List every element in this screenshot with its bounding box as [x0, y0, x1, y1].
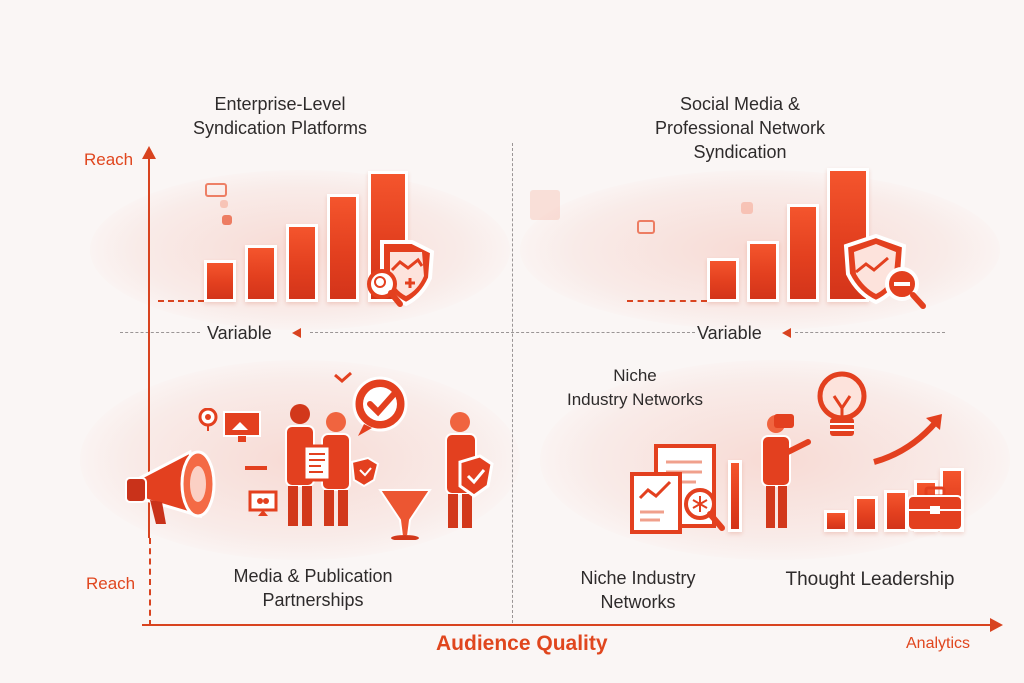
- bar: [286, 224, 318, 302]
- arrow-right-icon: [245, 466, 267, 470]
- vertical-divider: [512, 143, 513, 623]
- x-axis-label-right: Analytics: [906, 635, 971, 652]
- shield-magnify-plus-icon: [367, 240, 435, 307]
- y-axis-dashed: [149, 538, 151, 626]
- x-axis-arrow-icon: [990, 618, 1003, 632]
- bar: [327, 194, 359, 302]
- baseline-dash: [158, 300, 204, 302]
- screen-icon: [248, 490, 278, 516]
- arrow-left-icon: [292, 328, 301, 338]
- deco-square: [530, 190, 560, 220]
- title-line: Industry Networks: [566, 390, 704, 409]
- quadrant-inner-title-bottom-right: Niche Industry Networks: [540, 364, 730, 412]
- report-document-icon: [630, 444, 725, 534]
- horizontal-divider-left: [120, 332, 200, 333]
- quadrant-title-top-right: Social Media & Professional Network Synd…: [620, 92, 860, 164]
- quadrant-caption-thought-leadership: Thought Leadership: [785, 569, 955, 590]
- title-line: Professional Network: [654, 118, 826, 138]
- deco-square: [741, 202, 753, 214]
- lightbulb-icon: [817, 371, 867, 436]
- check-icon: [334, 371, 352, 383]
- bar: [204, 260, 236, 302]
- midline-label-right: Variable: [697, 323, 762, 343]
- business-team-icon: [285, 404, 494, 540]
- quadrant-title-bottom-left: Media & Publication Partnerships: [188, 564, 438, 612]
- quadrant-title-top-left: Enterprise-Level Syndication Platforms: [160, 92, 400, 140]
- speech-bubble-icon: [774, 414, 794, 428]
- briefcase-icon: [907, 486, 963, 531]
- title-line: Syndication: [693, 142, 787, 162]
- title-line: Syndication Platforms: [192, 118, 368, 138]
- title-line: Social Media &: [679, 94, 801, 114]
- bar: [707, 258, 739, 302]
- bar: [747, 241, 779, 302]
- deco-square: [222, 215, 232, 225]
- title-line: Networks: [600, 592, 676, 612]
- horizontal-divider-mid: [310, 332, 695, 333]
- title-line: Enterprise-Level: [214, 94, 346, 114]
- title-line: Niche Industry: [580, 568, 696, 588]
- bar: [884, 490, 908, 532]
- monitor-icon: [223, 411, 261, 442]
- bar: [728, 460, 742, 532]
- quadrant-caption-niche: Niche Industry Networks: [548, 566, 728, 614]
- illustration-media-partnerships: [110, 370, 500, 540]
- shield-magnify-minus-icon: [843, 233, 926, 309]
- y-axis-label-bottom: Reach: [86, 574, 136, 593]
- presenter-icon: [761, 415, 811, 528]
- baseline-dash: [627, 300, 707, 302]
- horizontal-divider-right: [795, 332, 945, 333]
- bar: [854, 496, 878, 532]
- title-line: Media & Publication: [233, 566, 393, 586]
- bar: [787, 204, 819, 302]
- checkmark-bubble-icon: [352, 376, 408, 436]
- deco-square: [220, 200, 228, 208]
- y-axis-label-top: Reach: [84, 150, 134, 169]
- title-line: Niche: [613, 366, 657, 385]
- x-axis-line: [142, 624, 992, 626]
- bar: [245, 245, 277, 302]
- trend-arrow-icon: [873, 414, 942, 465]
- location-pin-icon: [198, 408, 218, 431]
- x-axis-label: Audience Quality: [436, 632, 608, 655]
- midline-label-left: Variable: [207, 323, 272, 343]
- bar-chart-top-right: [707, 168, 947, 302]
- megaphone-icon: [125, 449, 216, 524]
- deco-frame-icon: [637, 220, 655, 234]
- deco-frame-icon: [205, 183, 227, 197]
- y-axis-arrow-icon: [142, 146, 156, 159]
- bar: [824, 510, 848, 532]
- title-line: Partnerships: [262, 590, 364, 610]
- arrow-left-icon: [782, 328, 791, 338]
- illustration-thought-leadership: [560, 360, 1000, 540]
- y-axis-line: [148, 158, 150, 538]
